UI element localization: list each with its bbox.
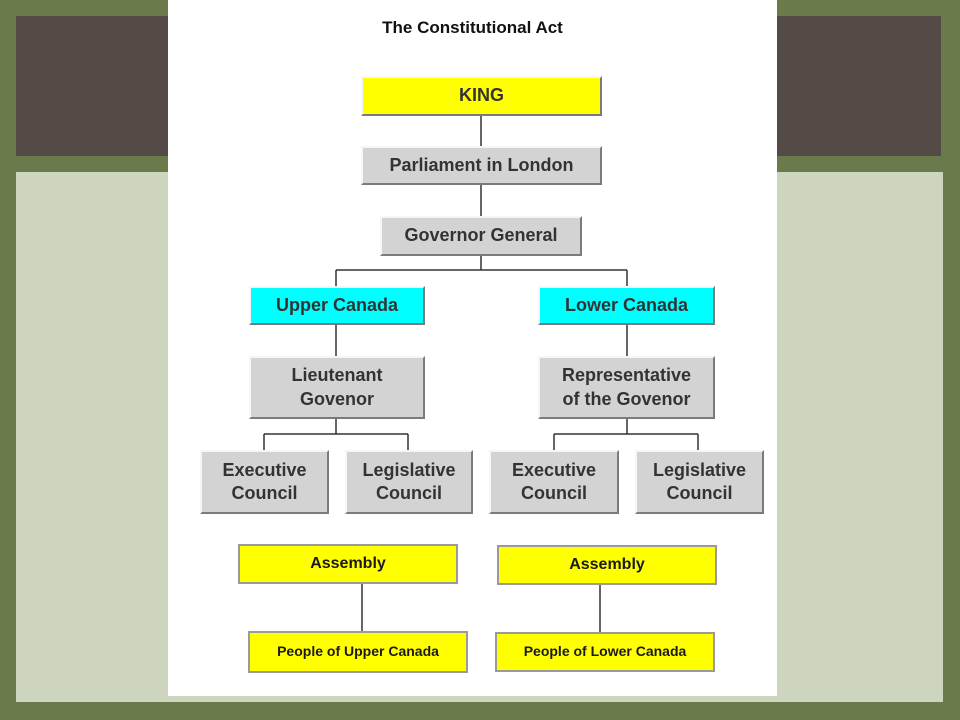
diagram-title: The Constitutional Act [382,18,563,37]
diagram-panel: The Constitutional Act [168,0,777,696]
upper-executive-council-box: Executive Council [200,450,329,514]
lower-legislative-council-box: Legislative Council [635,450,764,514]
king-box: KING [361,76,602,116]
lieutenant-governor-box: Lieutenant Govenor [249,356,425,419]
upper-legislative-council-box: Legislative Council [345,450,473,514]
governor-general-box: Governor General [380,216,582,256]
people-upper-canada-box: People of Upper Canada [248,631,468,673]
connector-lines [263,115,699,632]
lower-assembly-box: Assembly [497,545,717,585]
parliament-box: Parliament in London [361,146,602,185]
lower-canada-box: Lower Canada [538,286,715,325]
upper-canada-box: Upper Canada [249,286,425,325]
people-lower-canada-box: People of Lower Canada [495,632,715,672]
upper-assembly-box: Assembly [238,544,458,584]
representative-governor-box: Representative of the Govenor [538,356,715,419]
lower-executive-council-box: Executive Council [489,450,619,514]
